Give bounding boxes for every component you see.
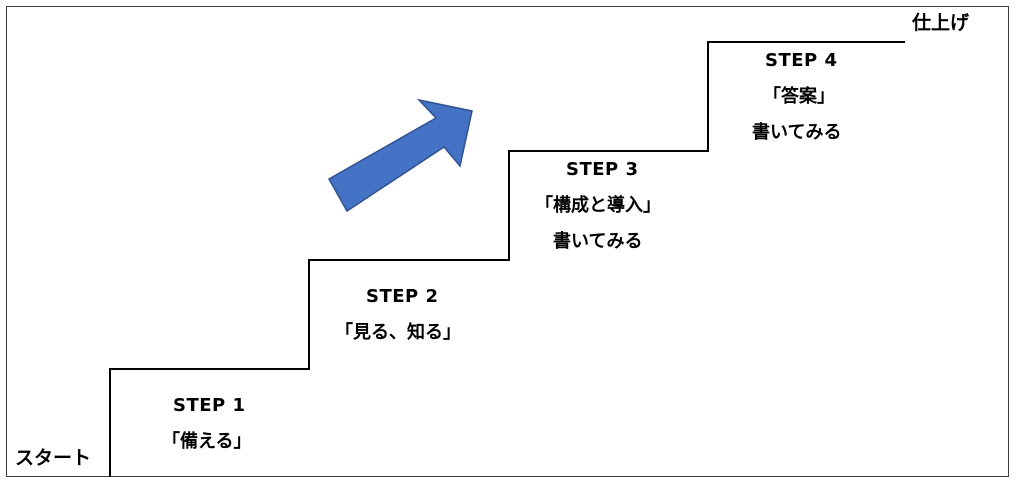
step-3-title: STEP 3 <box>566 159 639 180</box>
step-1-title: STEP 1 <box>173 395 246 416</box>
up-right-arrow-icon <box>327 98 473 213</box>
diagram-frame <box>6 6 1009 477</box>
step-4-title: STEP 4 <box>765 50 838 71</box>
start-label: スタート <box>15 447 92 469</box>
staircase-line <box>109 41 905 477</box>
step-3-line-2: 書いてみる <box>553 231 643 252</box>
finish-label: 仕上げ <box>912 12 970 34</box>
step-4-line-1: 「答案」 <box>763 86 835 107</box>
step-1-line-1: 「備える」 <box>162 431 252 452</box>
step-3-line-1: 「構成と導入」 <box>535 195 661 216</box>
step-2-title: STEP 2 <box>366 286 439 307</box>
step-4-line-2: 書いてみる <box>752 122 842 143</box>
step-2-line-1: 「見る、知る」 <box>335 322 461 343</box>
